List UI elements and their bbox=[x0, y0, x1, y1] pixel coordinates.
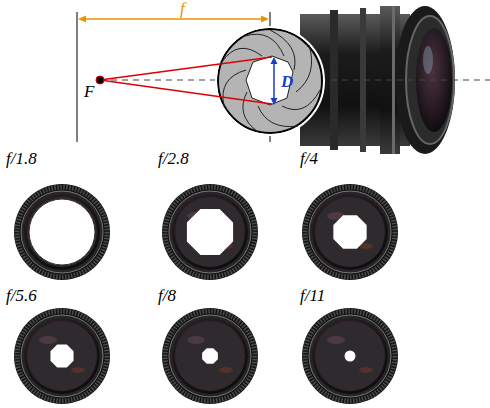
lens-f8 bbox=[162, 308, 258, 404]
f-number-label: f/1.8 bbox=[6, 150, 37, 167]
f-number-label: f/2.8 bbox=[158, 150, 189, 167]
focal-length-arrow bbox=[78, 16, 269, 23]
focal-point bbox=[96, 76, 104, 84]
lens-f4 bbox=[302, 184, 398, 280]
ray bbox=[100, 80, 272, 104]
lens-f5-6 bbox=[14, 308, 110, 404]
f-number-label: f/5.6 bbox=[6, 287, 37, 304]
lens-f2-8 bbox=[162, 184, 258, 280]
ray bbox=[100, 57, 272, 80]
iris-diaphragm bbox=[216, 27, 324, 135]
f-number-label: f/8 bbox=[158, 287, 176, 304]
focal-length-label: f bbox=[178, 0, 187, 17]
diameter-label: D bbox=[281, 73, 293, 90]
f-number-label: f/11 bbox=[300, 287, 325, 304]
lens-f1-8 bbox=[14, 184, 110, 280]
diameter-arrow bbox=[271, 57, 278, 105]
focal-point-label: F bbox=[84, 83, 94, 100]
f-number-label: f/4 bbox=[300, 150, 318, 167]
lens-f11 bbox=[302, 308, 398, 404]
